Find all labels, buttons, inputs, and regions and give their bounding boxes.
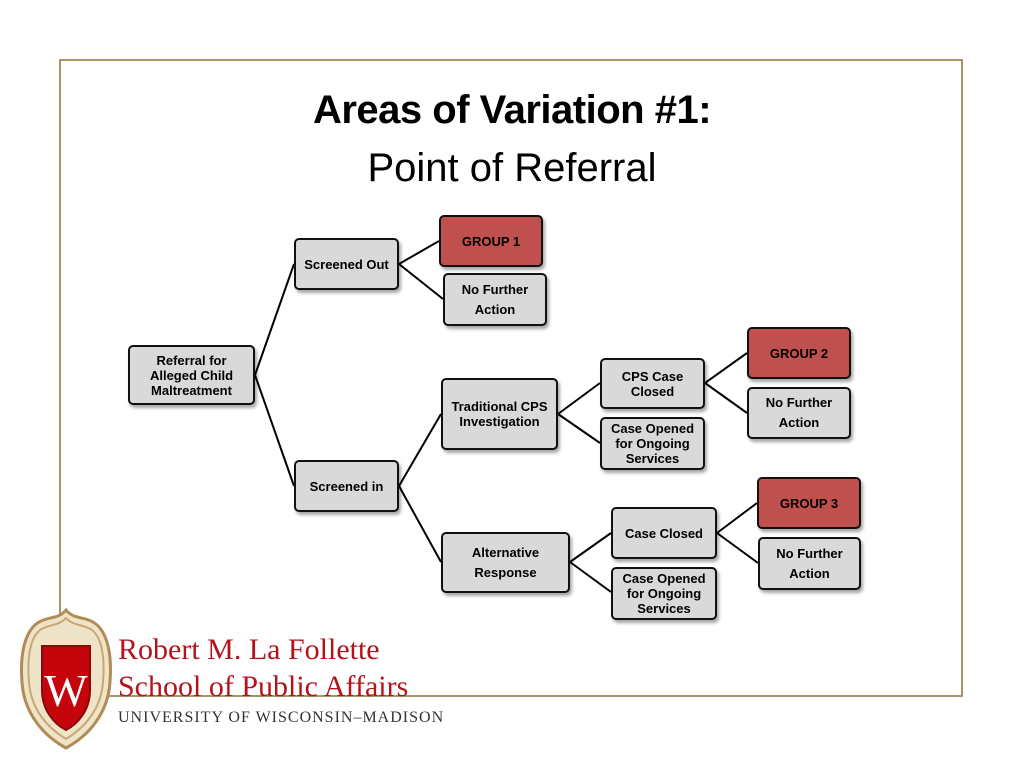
crest-letter: W — [44, 665, 88, 716]
node-group-1: GROUP 1 — [439, 215, 543, 267]
link-cps-closed-group2 — [704, 352, 748, 384]
link-screened-out-no-action — [398, 263, 444, 300]
node-alternative-response: Alternative Response — [441, 532, 570, 593]
node-no-further-action-2: No Further Action — [747, 387, 851, 439]
brand-line-3: UNIVERSITY OF WISCONSIN–MADISON — [118, 709, 445, 726]
link-alternative-case-opened — [569, 561, 612, 593]
link-traditional-case-opened — [557, 413, 601, 444]
brand-line-2: School of Public Affairs — [118, 670, 409, 703]
brand-line-1: Robert M. La Follette — [118, 633, 380, 666]
node-no-further-action-1: No Further Action — [443, 273, 547, 326]
slide-title: Areas of Variation #1: — [312, 88, 712, 132]
link-screened-in-traditional — [398, 413, 442, 487]
slide-subtitle: Point of Referral — [367, 146, 657, 190]
node-traditional-cps: Traditional CPS Investigation — [441, 378, 558, 450]
link-referral-screened-out — [254, 263, 295, 376]
node-screened-in: Screened in — [294, 460, 399, 512]
link-screened-out-group1 — [398, 240, 440, 265]
link-case-closed-group3 — [716, 502, 758, 534]
node-case-opened-2: Case Opened for Ongoing Services — [611, 567, 717, 620]
node-group-2: GROUP 2 — [747, 327, 851, 379]
node-no-further-action-3: No Further Action — [758, 537, 861, 590]
node-cps-case-closed: CPS Case Closed — [600, 358, 705, 409]
brand-underline — [488, 695, 963, 697]
node-referral: Referral for Alleged Child Maltreatment — [128, 345, 255, 405]
link-referral-screened-in — [254, 374, 295, 487]
link-alternative-case-closed — [569, 532, 612, 563]
link-cps-closed-no-action — [704, 382, 748, 414]
crest-logo: W — [20, 607, 112, 750]
node-group-3: GROUP 3 — [757, 477, 861, 529]
node-screened-out: Screened Out — [294, 238, 399, 290]
link-traditional-cps-closed — [557, 382, 601, 415]
link-screened-in-alternative — [398, 485, 442, 563]
link-case-closed-no-action — [716, 532, 759, 564]
node-case-opened-1: Case Opened for Ongoing Services — [600, 417, 705, 470]
node-case-closed: Case Closed — [611, 507, 717, 559]
